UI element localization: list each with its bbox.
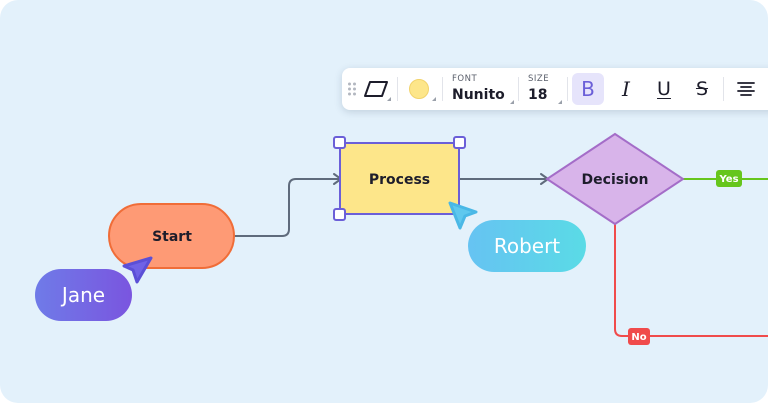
bold-button[interactable]: B [572, 73, 604, 105]
align-center-icon [737, 82, 755, 96]
connector-no[interactable] [614, 224, 768, 337]
process-node[interactable] [339, 142, 460, 215]
start-node-label: Start [152, 229, 192, 245]
font-value: Nunito [452, 87, 505, 103]
no-tag[interactable] [628, 328, 650, 345]
size-caption: SIZE [528, 74, 550, 84]
connector-start-to-process[interactable] [234, 178, 340, 237]
cursor-arrow-icon [448, 201, 478, 230]
resize-handle-top-left[interactable] [333, 136, 346, 149]
font-size-select[interactable]: SIZE 18 [524, 71, 564, 107]
font-family-select[interactable]: FONT Nunito [448, 71, 514, 107]
font-caption: FONT [452, 74, 478, 84]
no-tag-label: No [631, 332, 646, 343]
format-toolbar: FONT Nunito SIZE 18 B I U S [342, 68, 768, 110]
text-align-button[interactable] [730, 73, 762, 105]
decision-node[interactable] [545, 132, 685, 226]
start-node[interactable] [108, 203, 235, 269]
bold-label: B [581, 77, 595, 101]
drag-handle-icon[interactable] [347, 81, 357, 97]
italic-label: I [622, 77, 630, 101]
parallelogram-shape-icon [364, 81, 388, 97]
process-node-label: Process [369, 172, 430, 188]
resize-handle-top-right[interactable] [453, 136, 466, 149]
collaborator-cursor-robert: Robert [468, 220, 586, 272]
underline-label: U [657, 78, 671, 100]
collaborator-name-jane: Jane [61, 283, 106, 307]
resize-handle-bottom-left[interactable] [333, 208, 346, 221]
strikethrough-button[interactable]: S [686, 73, 718, 105]
collaborator-name-robert: Robert [493, 234, 561, 258]
yes-tag[interactable] [716, 170, 742, 187]
fill-color-swatch [409, 79, 429, 99]
decision-node-label: Decision [582, 172, 649, 188]
underline-button[interactable]: U [648, 73, 680, 105]
cursor-arrow-icon [122, 256, 153, 284]
shape-picker-button[interactable] [362, 77, 391, 101]
yes-tag-label: Yes [718, 174, 738, 185]
fill-color-button[interactable] [406, 77, 438, 101]
strike-label: S [695, 78, 709, 100]
italic-button[interactable]: I [610, 73, 642, 105]
size-value: 18 [528, 87, 548, 103]
collaborator-cursor-jane: Jane [35, 269, 132, 321]
